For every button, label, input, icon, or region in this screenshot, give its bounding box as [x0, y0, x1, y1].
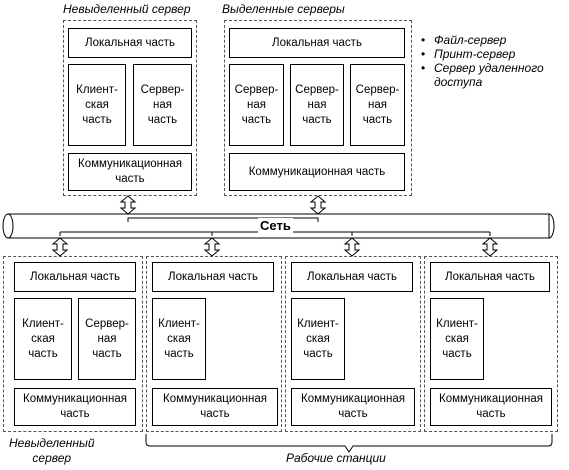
workstation-3 — [424, 256, 558, 432]
top-ded-server-part-1: Сервер- ная часть — [229, 64, 284, 146]
workstation-1 — [146, 256, 282, 432]
top-nd-comm-part: Коммуникационная часть — [68, 153, 192, 191]
top-non-dedicated-server — [63, 20, 197, 196]
workstation-2 — [285, 256, 421, 432]
top-non-dedicated-caption: Невыделенный сервер — [63, 2, 191, 16]
server-types-legend: Файл-сервер Принт-сервер Сервер удаленно… — [420, 33, 544, 89]
legend-item-print-server: Принт-сервер — [420, 47, 544, 61]
ws2-client-part: Клиент- ская часть — [291, 298, 345, 380]
ws2-local-part: Локальная часть — [291, 262, 413, 292]
arrow-top-dedicated — [309, 195, 327, 215]
top-nd-server-part: Сервер- ная часть — [133, 64, 192, 146]
bottom-nd-local-part: Локальная часть — [14, 262, 136, 292]
workstations-caption: Рабочие станции — [286, 451, 386, 465]
top-ded-local-part: Локальная часть — [229, 28, 405, 58]
top-ded-comm-part: Коммуникационная часть — [229, 153, 405, 191]
top-nd-client-part: Клиент- ская часть — [68, 64, 126, 146]
ws3-local-part: Локальная часть — [430, 262, 550, 292]
top-dedicated-servers — [224, 20, 412, 196]
arrow-workstation-2 — [343, 237, 361, 257]
top-ded-server-part-2: Сервер- ная часть — [290, 64, 344, 146]
ws3-client-part: Клиент- ская часть — [430, 298, 484, 380]
arrow-bottom-non-dedicated — [51, 237, 69, 257]
arrow-workstation-1 — [203, 237, 221, 257]
top-dedicated-caption: Выделенные серверы — [222, 2, 345, 16]
ws1-client-part: Клиент- ская часть — [152, 298, 206, 380]
ws3-comm-part: Коммуникационная часть — [430, 388, 552, 426]
bottom-non-dedicated-caption: Невыделенный сервер — [9, 436, 95, 465]
legend-item-remote-access-server: Сервер удаленного доступа — [420, 61, 544, 89]
bottom-nd-server-part: Сервер- ная часть — [78, 298, 136, 380]
arrow-top-non-dedicated — [119, 195, 137, 215]
top-ded-server-part-3: Сервер- ная часть — [350, 64, 405, 146]
network-label: Сеть — [258, 218, 293, 233]
legend-item-file-server: Файл-сервер — [420, 33, 544, 47]
ws1-local-part: Локальная часть — [152, 262, 274, 292]
ws1-comm-part: Коммуникационная часть — [152, 388, 278, 426]
top-nd-local-part: Локальная часть — [68, 28, 192, 58]
arrow-workstation-3 — [481, 237, 499, 257]
bottom-nd-client-part: Клиент- ская часть — [14, 298, 72, 380]
ws2-comm-part: Коммуникационная часть — [291, 388, 415, 426]
bottom-nd-comm-part: Коммуникационная часть — [14, 388, 136, 426]
bottom-non-dedicated-server — [3, 256, 143, 432]
